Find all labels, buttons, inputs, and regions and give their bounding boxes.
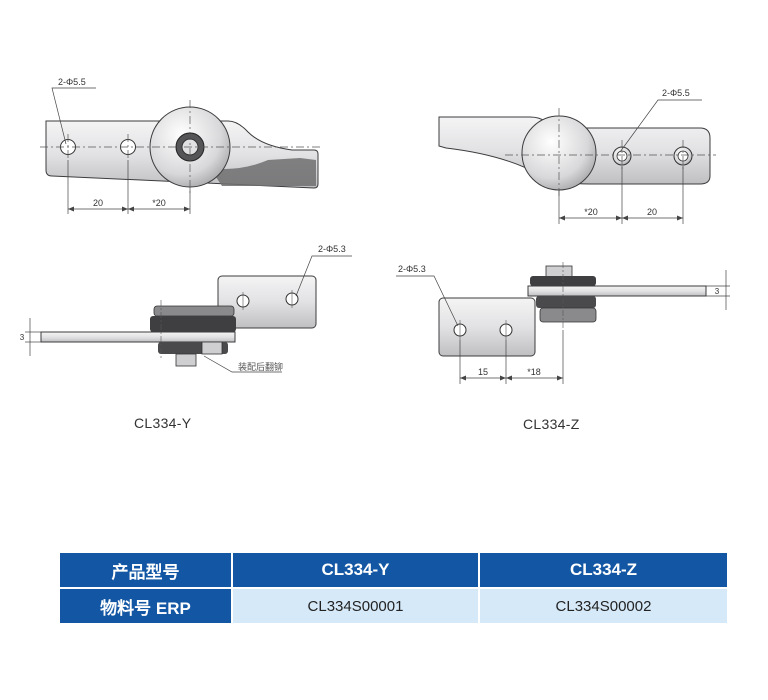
note-y-rivet: 装配后翻铆 xyxy=(238,361,283,372)
view-y-top: 20 *20 2-Φ5.5 xyxy=(40,77,322,214)
bar-y xyxy=(40,331,236,343)
table-cell-erp-z: CL334S00002 xyxy=(478,588,727,625)
dim-z-left: *20 xyxy=(584,207,598,217)
model-label-y: CL334-Y xyxy=(134,415,192,431)
spec-table: 产品型号 CL334-Y CL334-Z 物料号 ERP CL334S00001… xyxy=(60,553,727,625)
table-cell-erp-y: CL334S00001 xyxy=(231,588,479,625)
callout-y-side-hole: 2-Φ5.3 xyxy=(318,244,346,254)
bar-z xyxy=(527,285,707,297)
dim-z-side-left: 15 xyxy=(478,367,488,377)
thickness-y: 3 xyxy=(20,333,25,342)
bracket-y xyxy=(217,275,317,329)
plate-y-dark-edge xyxy=(210,158,316,186)
view-z-side: 3 15 *18 2-Φ5.3 xyxy=(396,262,730,384)
table-row-model: 产品型号 CL334-Y CL334-Z xyxy=(60,553,727,589)
table-header-model: 产品型号 xyxy=(60,553,232,589)
bracket-z xyxy=(438,297,536,357)
callout-y-hole: 2-Φ5.5 xyxy=(58,77,86,87)
view-y-side: 3 2-Φ5.3 装配后翻铆 xyxy=(20,244,352,373)
table-row-erp: 物料号 ERP CL334S00001 CL334S00002 xyxy=(60,588,727,625)
table-cell-model-z: CL334-Z xyxy=(478,553,727,589)
thickness-z: 3 xyxy=(715,287,720,296)
table-cell-model-y: CL334-Y xyxy=(231,553,479,589)
stack-y xyxy=(153,305,235,317)
view-z-top: *20 20 2-Φ5.5 xyxy=(438,88,716,224)
dim-z-side-right: *18 xyxy=(527,367,541,377)
technical-drawing: 20 *20 2-Φ5.5 *20 20 2-Φ5 xyxy=(20,77,730,384)
table-header-erp: 物料号 ERP xyxy=(60,588,232,625)
dim-y-right: *20 xyxy=(152,198,166,208)
dim-y-left: 20 xyxy=(93,198,103,208)
dim-z-right: 20 xyxy=(647,207,657,217)
callout-z-hole: 2-Φ5.5 xyxy=(662,88,690,98)
callout-z-side-hole: 2-Φ5.3 xyxy=(398,264,426,274)
model-label-z: CL334-Z xyxy=(523,416,580,432)
